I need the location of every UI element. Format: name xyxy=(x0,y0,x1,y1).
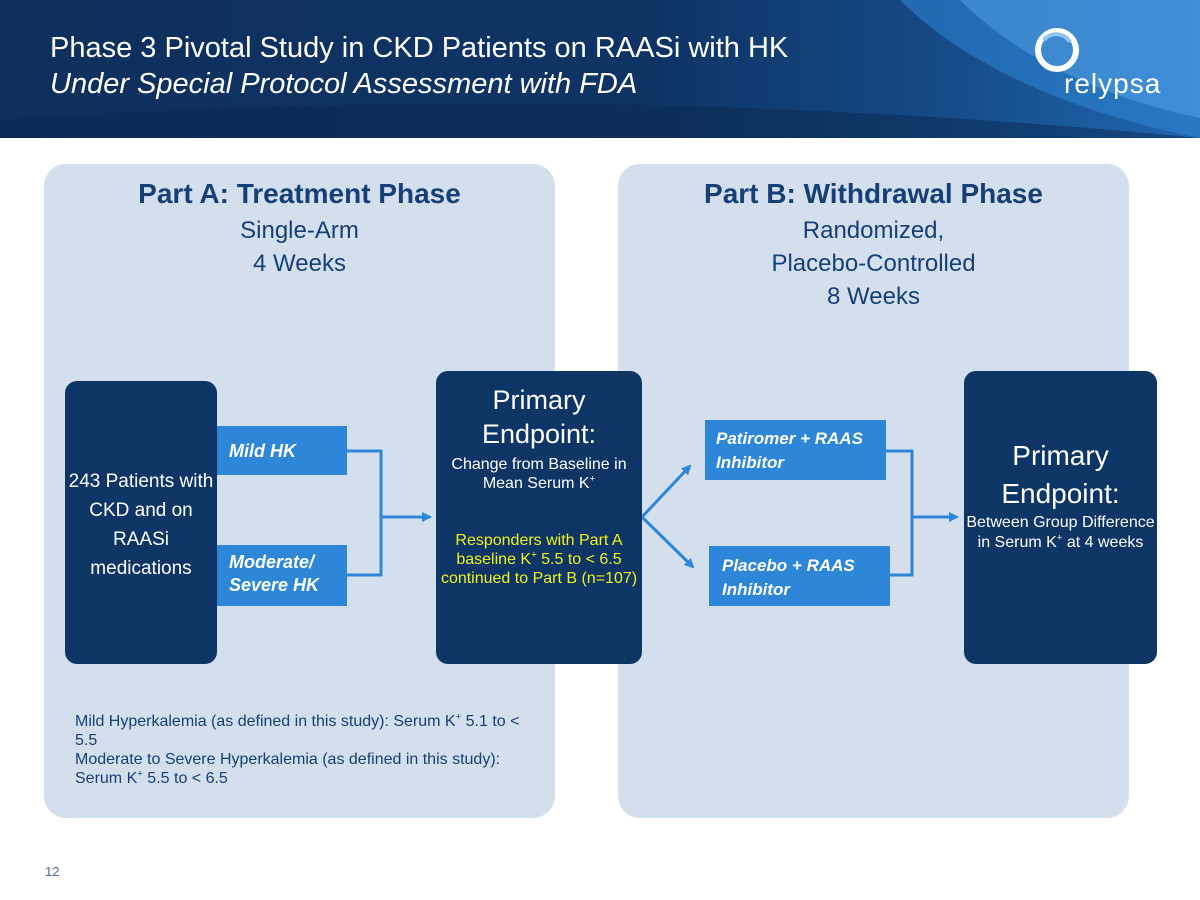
patiromer-box: Patiromer + RAAS Inhibitor xyxy=(705,420,886,480)
part-a-desc-line: 4 Weeks xyxy=(253,250,346,277)
primary-endpoint-b-title: Primary Endpoint: xyxy=(1001,440,1120,509)
arrow-to-patiromer xyxy=(640,464,692,519)
superscript-plus: + xyxy=(1056,532,1063,544)
title-main: Phase 3 Pivotal Study in CKD Patients on… xyxy=(50,32,789,64)
responders-text-pre: Responders with Part A baseline K xyxy=(455,532,623,568)
primary-endpoint-b-desc: Between Group Difference in Serum K+ at … xyxy=(964,513,1157,553)
responders-text-post: 5.5 to < 6.5 continued to Part B (n=107) xyxy=(440,551,638,587)
slide-title: Phase 3 Pivotal Study in CKD Patients on… xyxy=(50,30,788,102)
footnote-mild: Mild Hyperkalemia (as defined in this st… xyxy=(75,712,525,750)
mild-hk-label: Mild HK xyxy=(229,441,296,461)
moderate-severe-hk-label: Moderate/ Severe HK xyxy=(229,552,320,595)
connector-lines xyxy=(347,449,959,577)
part-a-description: Single-Arm 4 Weeks xyxy=(44,214,555,280)
endpoint-b-desc-pre: Between Group Difference in Serum K xyxy=(966,514,1155,551)
patiromer-label: Patiromer + RAAS Inhibitor xyxy=(716,429,863,472)
endpoint-b-desc-post: at 4 weeks xyxy=(1062,534,1144,551)
header-bar: Phase 3 Pivotal Study in CKD Patients on… xyxy=(0,0,1200,138)
footnote: Mild Hyperkalemia (as defined in this st… xyxy=(75,712,525,788)
part-b-desc-line: Placebo-Controlled xyxy=(771,250,976,277)
footnote-moderate-pre: Moderate to Severe Hyperkalemia (as defi… xyxy=(75,751,501,787)
patients-box: 243 Patients with CKD and on RAASi medic… xyxy=(65,381,217,664)
part-a-desc-line: Single-Arm xyxy=(240,217,359,244)
part-b-desc-line: 8 Weeks xyxy=(827,283,920,310)
responders-note: Responders with Part A baseline K+ 5.5 t… xyxy=(436,531,642,588)
footnote-moderate: Moderate to Severe Hyperkalemia (as defi… xyxy=(75,750,525,788)
logo-text: relypsa xyxy=(1064,68,1162,99)
superscript-plus: + xyxy=(531,549,537,561)
footnote-moderate-post: 5.5 to < 6.5 xyxy=(142,770,228,787)
bracket-connector-a xyxy=(347,449,383,577)
placebo-box: Placebo + RAAS Inhibitor xyxy=(709,546,890,606)
title-subtitle: Under Special Protocol Assessment with F… xyxy=(50,68,638,100)
patients-text: 243 Patients with CKD and on RAASi medic… xyxy=(68,471,214,579)
part-b-title: Part B: Withdrawal Phase xyxy=(704,178,1043,209)
primary-endpoint-b-box: Primary Endpoint: Between Group Differen… xyxy=(964,371,1157,664)
mild-hk-box: Mild HK xyxy=(217,426,347,475)
arrow-to-placebo xyxy=(640,515,695,569)
superscript-plus: + xyxy=(589,473,596,485)
superscript-plus: + xyxy=(137,768,143,780)
part-b-description: Randomized, Placebo-Controlled 8 Weeks xyxy=(618,214,1129,313)
part-a-title: Part A: Treatment Phase xyxy=(138,178,461,209)
footnote-mild-post: 5.1 to < 5.5 xyxy=(75,713,520,749)
primary-endpoint-a-box: Primary Endpoint: Change from Baseline i… xyxy=(436,371,642,664)
part-b-desc-line: Randomized, xyxy=(802,217,945,244)
footnote-mild-pre: Mild Hyperkalemia (as defined in this st… xyxy=(75,713,456,730)
relypsa-logo-icon xyxy=(1035,28,1079,72)
placebo-label: Placebo + RAAS Inhibitor xyxy=(722,556,855,599)
endpoint-a-desc-text: Change from Baseline in Mean Serum K xyxy=(451,456,627,492)
primary-endpoint-a-title: Primary Endpoint: xyxy=(481,385,597,449)
bracket-connector-b xyxy=(886,449,914,577)
moderate-severe-hk-box: Moderate/ Severe HK xyxy=(217,545,347,606)
page-number: 12 xyxy=(45,864,60,879)
superscript-plus: + xyxy=(455,711,462,723)
primary-endpoint-a-desc: Change from Baseline in Mean Serum K+ xyxy=(436,455,642,493)
